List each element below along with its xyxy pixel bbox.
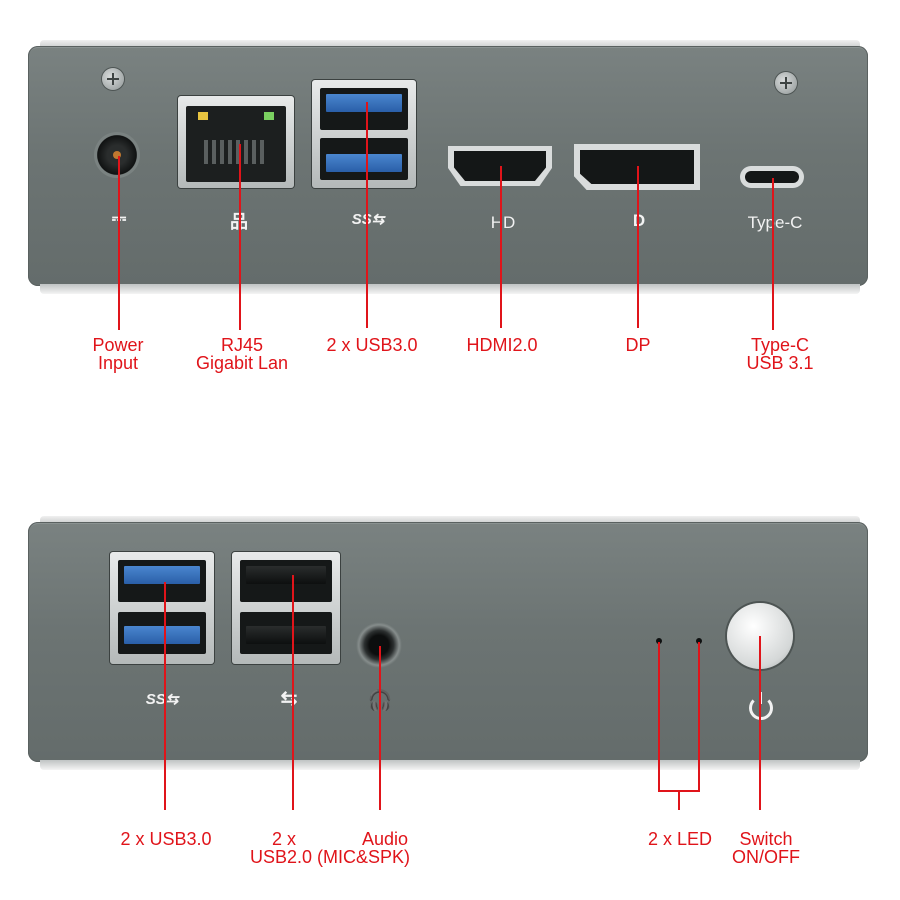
rj45-led-left (198, 112, 208, 120)
usb3-tongue-top (124, 566, 200, 584)
label-hdmi: HDMI2.0 (452, 336, 552, 354)
callout-line-led-left (658, 642, 660, 792)
screw-icon (775, 72, 797, 94)
callout-line-led-stem (678, 790, 680, 810)
label-line: Power (92, 335, 144, 355)
label-line: 2 x USB3.0 (120, 829, 212, 849)
label-usb3-top: 2 x USB3.0 (312, 336, 432, 354)
usb3-tongue-bottom (124, 626, 200, 644)
label-line: RJ45 (220, 335, 264, 355)
callout-line-led-right (698, 642, 700, 792)
label-usb2: 2 x (232, 830, 356, 848)
label-line: 2 x (272, 829, 297, 849)
label-line: Switch (739, 829, 793, 849)
usb3-tongue-bottom (326, 154, 402, 172)
superspeed-usb-icon: SS⇆ (145, 691, 179, 708)
usb2-tongue-bottom (246, 626, 326, 644)
bottom-chassis-bottom-edge (40, 760, 860, 770)
callout-line-power (118, 156, 120, 330)
label-led: 2 x LED (620, 830, 740, 848)
label-power-input: Power Input (68, 336, 168, 372)
callout-line-audio (379, 646, 381, 810)
label-line: USB 3.1 (746, 353, 814, 373)
label-line: Gigabit Lan (195, 353, 289, 373)
rj45-led-right (264, 112, 274, 120)
label-switch: Switch ON/OFF (716, 830, 816, 866)
label-line: Audio (361, 829, 409, 849)
hdmi-icon: HD (490, 213, 516, 232)
callout-line-usb2 (292, 575, 294, 810)
label-line: ON/OFF (732, 847, 800, 867)
callout-line-rj45 (239, 144, 241, 330)
status-led-1 (656, 638, 662, 644)
label-dp: DP (600, 336, 676, 354)
label-line: 2 x USB3.0 (326, 335, 418, 355)
label-line: USB2.0 (MIC&SPK) (250, 847, 411, 867)
top-chassis-edge (40, 40, 860, 48)
label-typec: Type-C USB 3.1 (730, 336, 830, 372)
displayport-icon: D (632, 211, 646, 230)
bottom-chassis-edge (40, 516, 860, 524)
label-line: DP (625, 335, 651, 355)
label-line: Input (97, 353, 139, 373)
typec-icon: Type-C (747, 213, 803, 232)
callout-line-usb3-top (366, 102, 368, 328)
status-led-2 (696, 638, 702, 644)
label-line: HDMI2.0 (466, 335, 538, 355)
label-line: Type-C (750, 335, 810, 355)
rj45-contacts (204, 140, 268, 164)
label-usb2-line2: USB2.0 (MIC&SPK) (250, 848, 450, 866)
typec-socket (745, 171, 799, 183)
usb3-tongue-top (326, 94, 402, 112)
callout-line-switch (759, 636, 761, 810)
label-audio: Audio (340, 830, 430, 848)
callout-line-dp (637, 166, 639, 328)
usb-icon: ⇆ (280, 688, 298, 710)
label-usb3-bottom: 2 x USB3.0 (104, 830, 228, 848)
usb2-tongue-top (246, 566, 326, 584)
label-rj45: RJ45 Gigabit Lan (180, 336, 304, 372)
callout-line-typec (772, 178, 774, 330)
screw-icon (102, 68, 124, 90)
superspeed-usb-icon: SS⇆ (336, 210, 400, 228)
callout-line-usb3-bottom (164, 582, 166, 810)
callout-line-hdmi (500, 166, 502, 328)
label-line: 2 x LED (647, 829, 713, 849)
power-icon (749, 696, 773, 720)
power-pin (113, 151, 121, 159)
top-chassis-bottom-edge (40, 284, 860, 294)
